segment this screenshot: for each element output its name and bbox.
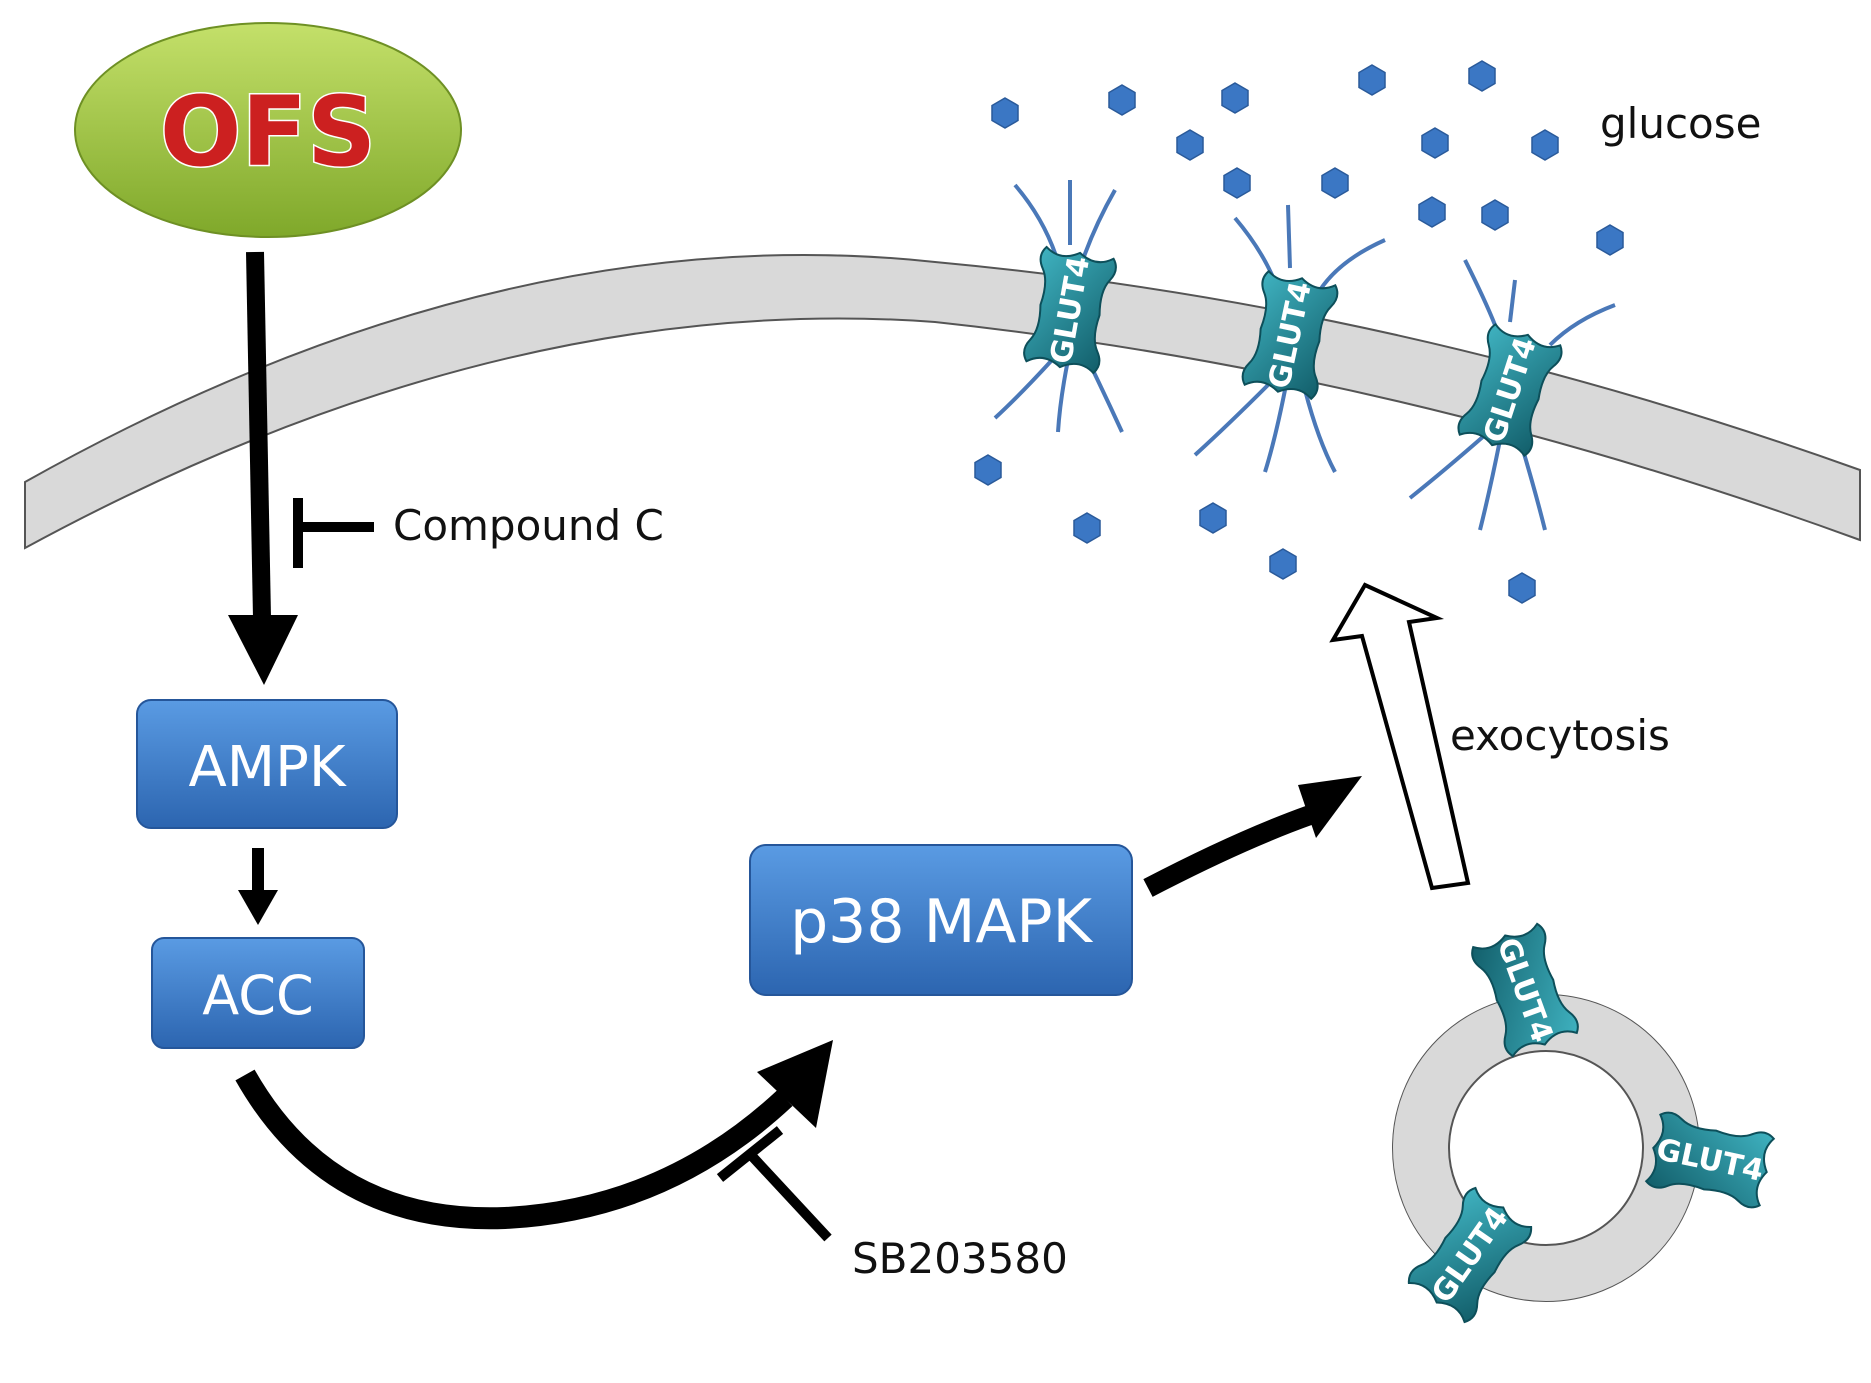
exocytosis-arrow: exocytosis (1329, 582, 1670, 891)
glucose-molecule (1358, 64, 1386, 96)
p38-mapk-node: p38 MAPK (749, 844, 1133, 996)
glucose-molecule (1531, 129, 1559, 161)
glucose-molecule (1073, 512, 1101, 544)
glucose-molecule (974, 454, 1002, 486)
glut4-transporter: GLUT4 (1021, 245, 1119, 375)
sb203580-inhibitor: SB203580 (716, 1126, 1068, 1283)
ofs-label: OFS (160, 76, 376, 188)
glucose-molecule (1108, 84, 1136, 116)
glut4-flow-lines (993, 180, 1616, 531)
glucose-molecule (991, 97, 1019, 129)
glucose-molecule (1508, 572, 1536, 604)
glut4-transporter: GLUT4 (1644, 1109, 1776, 1211)
cell-membrane (24, 253, 1861, 550)
ampk-node: AMPK (136, 699, 398, 829)
ampk-label: AMPK (188, 735, 346, 800)
compound-c-label: Compound C (393, 501, 664, 550)
glucose-molecule (1421, 127, 1449, 159)
glucose-molecule (1223, 167, 1251, 199)
glucose-molecule (1199, 502, 1227, 534)
p38-mapk-label: p38 MAPK (790, 887, 1094, 957)
glut4-transporter: GLUT4 (1239, 269, 1341, 401)
glucose-molecule (1418, 196, 1446, 228)
glucose-molecule (1269, 548, 1297, 580)
glucose-molecule (1481, 199, 1509, 231)
acc-to-p38-arrow (235, 1040, 833, 1230)
glucose-molecule (1176, 129, 1204, 161)
ofs-node: OFS (74, 22, 462, 238)
glucose-label: glucose (1600, 99, 1761, 148)
sb203580-label: SB203580 (852, 1234, 1068, 1283)
ampk-to-acc-arrow (238, 848, 278, 925)
acc-label: ACC (202, 964, 313, 1027)
glucose-molecule (1468, 60, 1496, 92)
p38-to-exocytosis-arrow (1143, 776, 1362, 897)
ofs-to-ampk-arrow (228, 251, 298, 685)
glucose-molecule (1321, 167, 1349, 199)
compound-c-inhibitor: Compound C (293, 498, 664, 568)
exocytosis-label: exocytosis (1450, 711, 1670, 760)
acc-node: ACC (151, 937, 365, 1049)
glucose-molecule (1596, 224, 1624, 256)
glucose-molecule (1221, 82, 1249, 114)
